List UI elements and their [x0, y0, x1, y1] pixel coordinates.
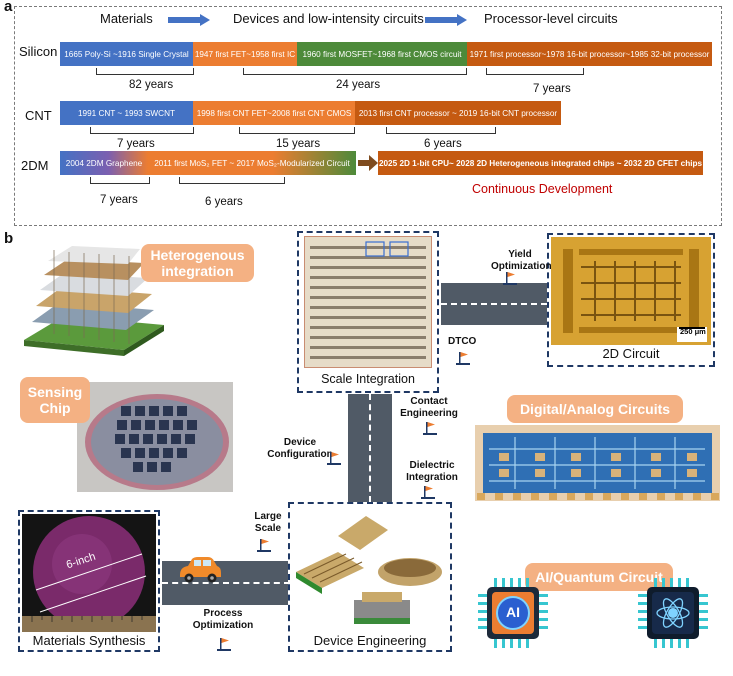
2d-circuit-caption: 2D Circuit: [602, 346, 660, 361]
flag-icon: [503, 272, 517, 285]
scale-integration-array-image: [304, 236, 432, 368]
years-label: 15 years: [276, 138, 321, 150]
digital-analog-badge: Digital/Analog Circuits: [507, 395, 683, 423]
brace: [239, 127, 355, 134]
cnt-processor-segment: 2013 first CNT processor ~ 2019 16-bit C…: [355, 101, 561, 125]
brace: [96, 68, 194, 75]
sensing-chip-image: [77, 382, 233, 492]
device-engineering-image: [292, 506, 448, 630]
2dm-materials-segment: 2004 2DM Graphene: [60, 151, 148, 175]
scale-bar-label: 250 μm: [680, 327, 706, 336]
2dm-devices-segment: 2011 first MoS₂ FET ~ 2017 MoS₂-Modulari…: [148, 151, 356, 175]
road-dashes: [162, 582, 290, 584]
flag-icon: [456, 352, 470, 365]
device-configuration-label: Device Configuration: [267, 437, 333, 460]
years-label: 7 years: [117, 138, 155, 150]
row-label-2dm: 2DM: [21, 158, 49, 173]
wafer-image: [22, 514, 156, 632]
ai-chip-icon: [478, 578, 548, 648]
brace: [486, 68, 584, 75]
cnt-materials-segment: 1991 CNT ~ 1993 SWCNT: [60, 101, 193, 125]
road-dashes: [441, 303, 547, 305]
flag-icon: [257, 539, 271, 552]
silicon-processor-segment: 1971 first processor~1978 16-bit process…: [467, 42, 712, 66]
arrow-icon: [358, 155, 378, 171]
cnt-devices-segment: 1998 first CNT FET~2008 first CNT CMOS: [193, 101, 355, 125]
yield-optimization-label: Yield Optimization: [491, 249, 552, 272]
flag-icon: [217, 638, 231, 651]
brace: [179, 177, 285, 184]
header-materials: Materials: [100, 11, 153, 26]
car-icon: [180, 557, 221, 583]
flag-icon: [327, 452, 341, 465]
digital-analog-circuit-image: [475, 425, 720, 501]
heterogenous-integration-badge: Heterogenous integration: [141, 244, 254, 282]
header-devices: Devices and low-intensity circuits: [233, 11, 424, 26]
quantum-chip-icon: [638, 578, 708, 648]
ai-quantum-badge: AI/Quantum Circuit: [525, 563, 673, 591]
years-label: 82 years: [129, 79, 174, 91]
2d-circuit-image: [551, 237, 711, 345]
timeline-panel: [14, 6, 722, 226]
sensing-chip-badge: Sensing Chip: [20, 377, 90, 423]
panel-b-letter: b: [4, 230, 14, 247]
flag-icon: [421, 486, 435, 499]
ai-chip-label: AI: [506, 604, 520, 620]
brace: [90, 177, 150, 184]
scale-integration-caption: Scale Integration: [321, 372, 415, 386]
silicon-devices-segment: 1947 first FET~1958 first IC: [193, 42, 297, 66]
years-label: 24 years: [336, 79, 381, 91]
materials-synthesis-caption: Materials Synthesis: [32, 633, 146, 648]
process-optimization-label: Process Optimization: [192, 608, 254, 631]
years-label: 6 years: [205, 196, 243, 208]
brace: [386, 127, 496, 134]
large-scale-label: Large Scale: [254, 511, 282, 534]
header-processor: Processor-level circuits: [484, 11, 618, 26]
brace: [243, 68, 467, 75]
2dm-processor-segment: 2025 2D 1-bit CPU~ 2028 2D Heterogeneous…: [378, 151, 703, 175]
silicon-circuit-segment: 1960 first MOSFET~1968 first CMOS circui…: [297, 42, 467, 66]
continuous-development-label: Continuous Development: [472, 182, 613, 196]
device-engineering-caption: Device Engineering: [313, 633, 427, 648]
road-dashes: [369, 394, 371, 502]
dielectric-integration-label: Dielectric Integration: [406, 460, 458, 483]
arrow-icon: [168, 14, 210, 26]
flag-icon: [423, 422, 437, 435]
years-label: 7 years: [100, 194, 138, 206]
arrow-icon: [425, 14, 467, 26]
silicon-materials-segment: 1665 Poly-Si ~1916 Single Crystal: [60, 42, 193, 66]
contact-engineering-label: Contact Engineering: [400, 396, 458, 419]
years-label: 7 years: [533, 83, 571, 95]
heterogeneous-stack-image: [14, 230, 164, 360]
years-label: 6 years: [424, 138, 462, 150]
row-label-cnt: CNT: [25, 108, 52, 123]
dtco-label: DTCO: [448, 336, 477, 347]
panel-a-letter: a: [4, 0, 13, 15]
row-label-silicon: Silicon: [19, 44, 58, 59]
brace: [90, 127, 194, 134]
